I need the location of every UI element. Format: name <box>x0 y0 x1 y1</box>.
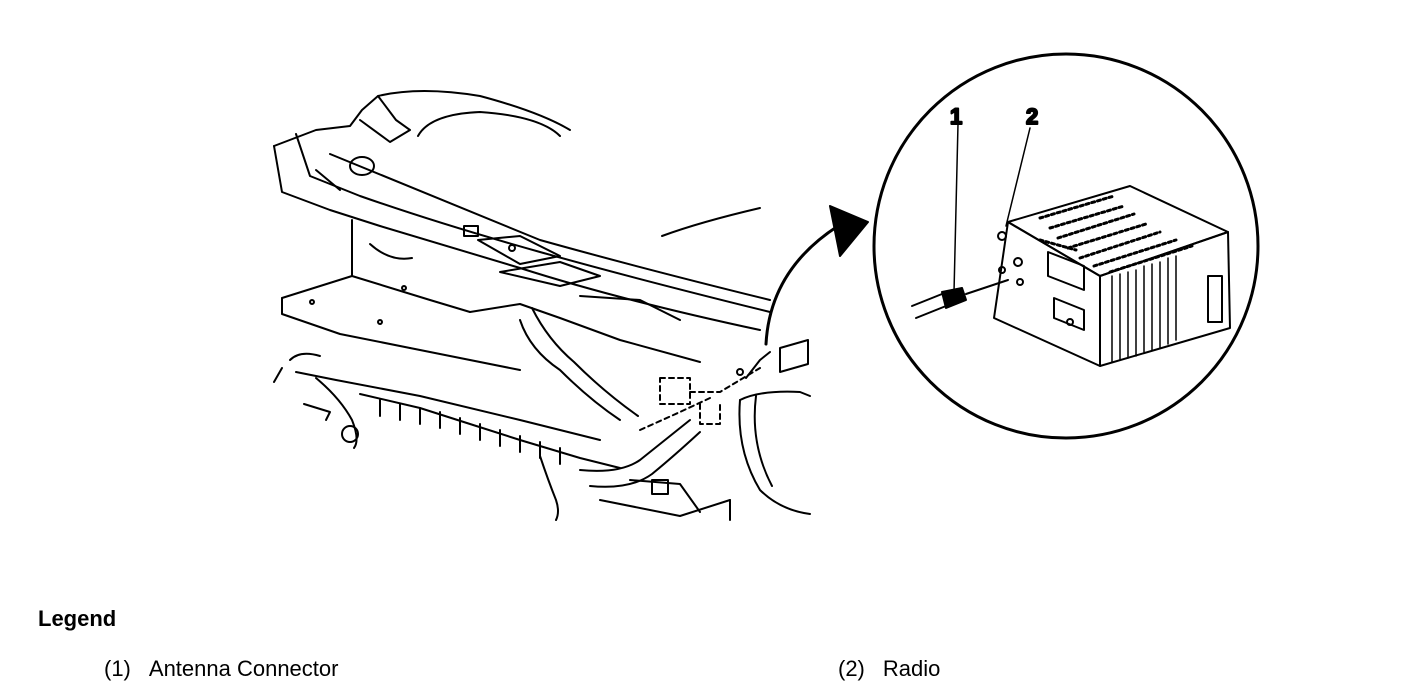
legend-item-radio: (2) Radio <box>838 656 940 682</box>
instrument-panel-illustration <box>273 90 811 521</box>
legend-title: Legend <box>38 606 117 631</box>
legend-item-text: Radio <box>882 656 941 681</box>
legend-item-antenna-connector: (1) Antenna Connector <box>104 656 338 682</box>
detail-pointer-arrow <box>764 205 869 346</box>
radio-detail-view: 1 2 <box>872 52 1260 440</box>
instrument-panel-radio-diagram: 1 2 <box>273 52 1260 521</box>
radio-unit <box>993 185 1231 367</box>
legend-item-text: Antenna Connector <box>148 656 339 681</box>
callout-2-label: 2 <box>1026 104 1038 129</box>
callout-1-label: 1 <box>950 104 962 129</box>
legend-item-number: (1) <box>104 656 131 681</box>
legend-item-number: (2) <box>838 656 865 681</box>
antenna-cable <box>911 279 1009 319</box>
